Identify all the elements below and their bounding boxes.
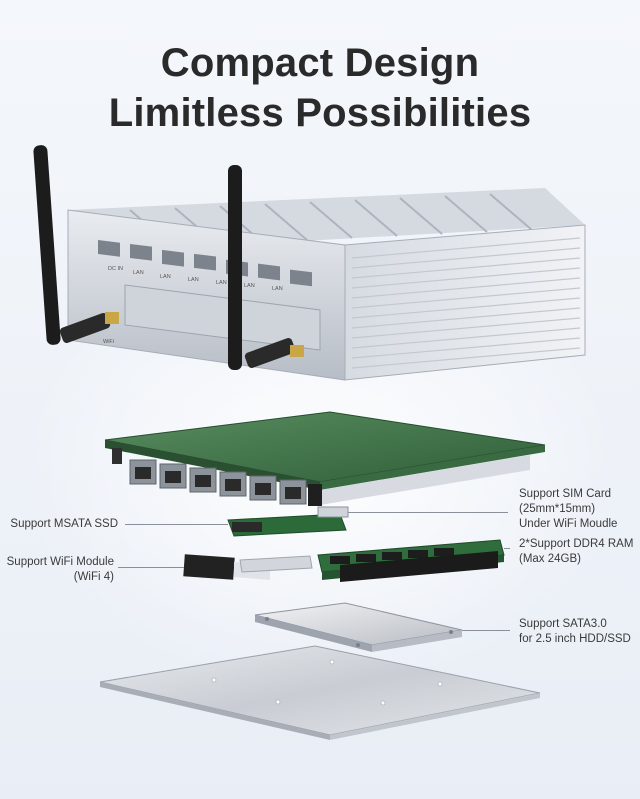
ddr4-ram-modules xyxy=(317,539,505,582)
page-title-line-2: Limitless Possibilities xyxy=(108,91,532,135)
callout-sim-card: Support SIM Card (25mm*15mm) Under WiFi … xyxy=(519,487,639,532)
sim-line-2: (25mm*15mm) xyxy=(519,503,596,515)
page-title-line-1: Compact Design xyxy=(160,41,480,85)
wifi-label: WiFi xyxy=(103,339,114,345)
antenna-left xyxy=(33,145,119,345)
sata-line-1: Support SATA3.0 xyxy=(519,618,607,630)
ram-line-1: 2*Support DDR4 RAM xyxy=(519,538,634,550)
msata-line-1: Support MSATA SSD xyxy=(10,518,118,530)
msata-ssd-module xyxy=(227,506,349,537)
wifi-line-2: (WiFi 4) xyxy=(73,571,114,583)
port-label-lan-2: LAN xyxy=(160,274,171,280)
port-label-lan-4: LAN xyxy=(216,280,227,286)
port-label-dc-in: DC IN xyxy=(108,266,123,272)
port-label-lan-6: LAN xyxy=(272,286,283,292)
msata-leader-line xyxy=(125,524,228,525)
callout-ddr4-ram: 2*Support DDR4 RAM (Max 24GB) xyxy=(519,537,639,567)
bottom-plate xyxy=(99,645,541,740)
callout-msata-ssd: Support MSATA SSD xyxy=(0,517,118,532)
sata-leader-line xyxy=(462,630,510,631)
motherboard xyxy=(104,411,546,506)
callout-sata: Support SATA3.0 for 2.5 inch HDD/SSD xyxy=(519,617,639,647)
callout-wifi-module: Support WiFi Module (WiFi 4) xyxy=(0,555,114,585)
ram-leader-line xyxy=(504,548,510,549)
wifi-module xyxy=(183,554,313,580)
sim-line-3: Under WiFi Moudle xyxy=(519,518,618,530)
port-label-lan-1: LAN xyxy=(133,270,144,276)
wifi-leader-line xyxy=(118,567,184,568)
sim-leader-line xyxy=(348,512,508,513)
ram-line-2: (Max 24GB) xyxy=(519,553,581,565)
sata-line-2: for 2.5 inch HDD/SSD xyxy=(519,633,631,645)
port-label-lan-5: LAN xyxy=(244,283,255,289)
sim-line-1: Support SIM Card xyxy=(519,488,612,500)
port-label-lan-3: LAN xyxy=(188,277,199,283)
wifi-line-1: Support WiFi Module xyxy=(6,556,114,568)
chassis: DC IN LAN LAN LAN LAN LAN LAN WiFi xyxy=(67,188,586,381)
antenna-right xyxy=(228,165,304,370)
